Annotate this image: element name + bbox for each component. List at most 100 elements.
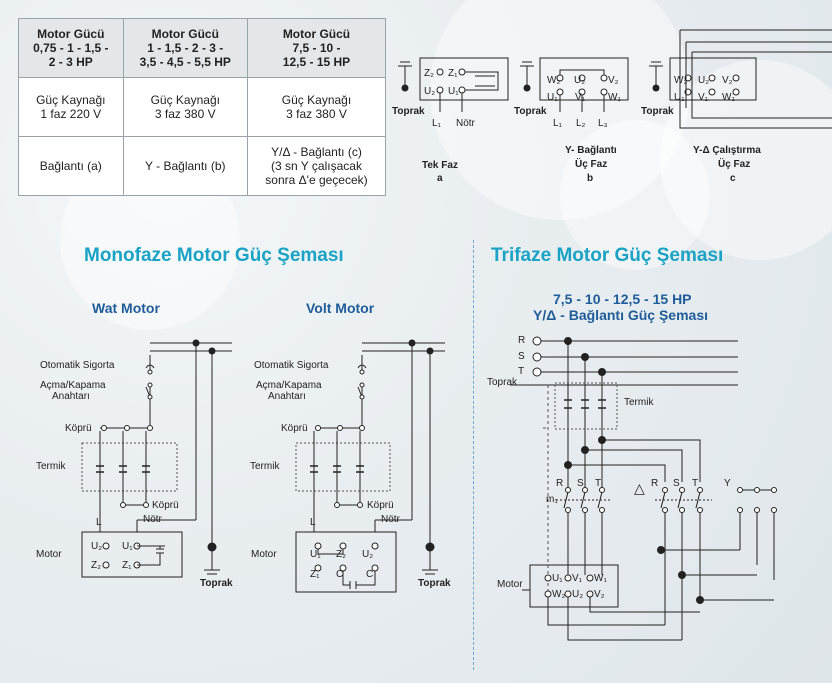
table-cell: Y - Bağlantı (b) (122, 136, 248, 196)
trifaze-circuit (510, 336, 777, 641)
label-thermal: Termik (36, 461, 66, 472)
line-label: L₂ (576, 118, 586, 129)
terminal-label: U₁ (552, 573, 563, 584)
diagram-caption: Tek Faz (422, 160, 458, 171)
terminal-label: U₁ (448, 86, 459, 97)
tri-subtitle-1: 7,5 - 10 - 12,5 - 15 HP (553, 291, 692, 307)
wat-motor-title: Wat Motor (92, 300, 160, 316)
delta-symbol: △ (634, 480, 645, 496)
label-bridge: Köprü (281, 423, 308, 434)
diagram-caption: Y- Bağlantı (565, 145, 617, 156)
terminal-label: W₁ (722, 92, 735, 103)
label-ground: Toprak (418, 578, 451, 589)
wat-motor-circuit (81, 339, 232, 578)
contactor-main-label: m₁ (546, 494, 558, 505)
terminal-label: U₁ (122, 541, 133, 552)
cell-text: 3 faz 380 V (154, 107, 216, 121)
table-header-cell: Motor Gücü 1 - 1,5 - 2 - 3 - 3,5 - 4,5 -… (122, 18, 248, 78)
contactor-label: R (651, 478, 659, 489)
ground-label: Toprak (487, 377, 518, 388)
ground-label: Toprak (392, 106, 425, 117)
phase-label-t: T (518, 366, 525, 377)
mono-title: Monofaze Motor Güç Şeması (84, 245, 344, 266)
cell-text: Güç Kaynağı (36, 93, 106, 107)
table-cell: Güç Kaynağı 1 faz 220 V (18, 77, 124, 137)
tri-subtitle-2: Y/Δ - Bağlantı Güç Şeması (533, 307, 708, 323)
terminal-label: C (336, 569, 344, 580)
header-text: 3,5 - 4,5 - 5,5 HP (139, 55, 231, 69)
label-breaker: Otomatik Sigorta (254, 360, 329, 371)
label-thermal: Termik (250, 461, 280, 472)
label-neutral: Nötr (381, 514, 400, 525)
table-cell: Y/Δ - Bağlantı (c) (3 sn Y çalışacak son… (246, 136, 387, 196)
connection-diagram-c (649, 29, 832, 129)
cell-text: Güç Kaynağı (281, 93, 352, 107)
header-text: 12,5 - 15 HP (282, 55, 351, 69)
terminal-label: C (366, 569, 374, 580)
contactor-label: S (577, 478, 584, 489)
star-label: Y (724, 478, 731, 489)
volt-motor-title: Volt Motor (306, 300, 375, 316)
line-label: L₃ (598, 118, 608, 129)
label-line: L (310, 517, 316, 528)
thermal-label: Termik (624, 397, 654, 408)
label-ground: Toprak (200, 578, 233, 589)
label-switch: Açma/Kapama (256, 380, 322, 391)
volt-motor-circuit (295, 339, 445, 593)
label-breaker: Otomatik Sigorta (40, 360, 115, 371)
terminal-label: W₂ (674, 75, 688, 86)
contactor-label: T (692, 478, 699, 489)
cell-text: Y - Bağlantı (b) (145, 159, 226, 173)
table-header-cell: Motor Gücü 0,75 - 1 - 1,5 - 2 - 3 HP (18, 18, 124, 78)
terminal-label: U₂ (572, 589, 584, 600)
terminal-label: V₁ (698, 92, 709, 103)
terminal-label: V₁ (575, 92, 586, 103)
cell-text: Y/Δ - Bağlantı (c) (271, 145, 362, 159)
phase-label-s: S (518, 351, 525, 362)
label-neutral: Nötr (143, 514, 162, 525)
terminal-label: U₁ (547, 92, 558, 103)
terminal-label: V₂ (722, 75, 733, 86)
label-bridge-2: Köprü (152, 500, 179, 511)
terminal-label: V₂ (594, 589, 605, 600)
label-switch: Açma/Kapama (40, 380, 106, 391)
terminal-label: U₂ (574, 75, 586, 86)
diagram-letter: b (587, 173, 594, 184)
header-text: Motor Gücü (37, 27, 105, 41)
diagram-caption-2: Üç Faz (575, 159, 608, 170)
table-row: Bağlantı (a) Y - Bağlantı (b) Y/Δ - Bağl… (18, 136, 387, 196)
header-text: Motor Gücü (282, 27, 351, 41)
connection-diagram-a (398, 57, 509, 112)
terminal-label: U₁ (674, 92, 685, 103)
contactor-label: T (595, 478, 602, 489)
terminal-label: U₂ (91, 541, 103, 552)
terminal-label: Z₁ (448, 68, 458, 79)
table-row: Güç Kaynağı 1 faz 220 V Güç Kaynağı 3 fa… (18, 77, 387, 137)
terminal-label: Z₂ (424, 68, 434, 79)
header-text: 7,5 - 10 - (292, 41, 341, 55)
terminal-label: U₁ (310, 549, 321, 560)
diagram-caption-2: Üç Faz (718, 159, 751, 170)
line-label: Nötr (456, 118, 475, 129)
terminal-label: U₂ (424, 86, 436, 97)
terminal-label: V₂ (608, 75, 619, 86)
label-line: L (96, 517, 102, 528)
diagram-letter: a (437, 173, 443, 184)
cell-text: sonra Δ'e geçecek) (265, 173, 368, 187)
connection-diagram-b (520, 57, 629, 112)
diagram-caption: Y-Δ Çalıştırma (693, 145, 761, 156)
bg-bubble (560, 120, 710, 270)
terminal-label: Z₁ (122, 560, 132, 571)
tri-title: Trifaze Motor Güç Şeması (491, 245, 724, 266)
table-cell: Bağlantı (a) (18, 136, 124, 196)
label-motor: Motor (251, 549, 277, 560)
terminal-label: W₁ (608, 92, 621, 103)
contactor-label: S (673, 478, 680, 489)
header-text: Motor Gücü (151, 27, 219, 41)
label-bridge-2: Köprü (367, 500, 394, 511)
line-label: L₁ (432, 118, 441, 129)
label-motor: Motor (36, 549, 62, 560)
cell-text: (3 sn Y çalışacak (271, 159, 362, 173)
cell-text: Bağlantı (a) (39, 159, 102, 173)
